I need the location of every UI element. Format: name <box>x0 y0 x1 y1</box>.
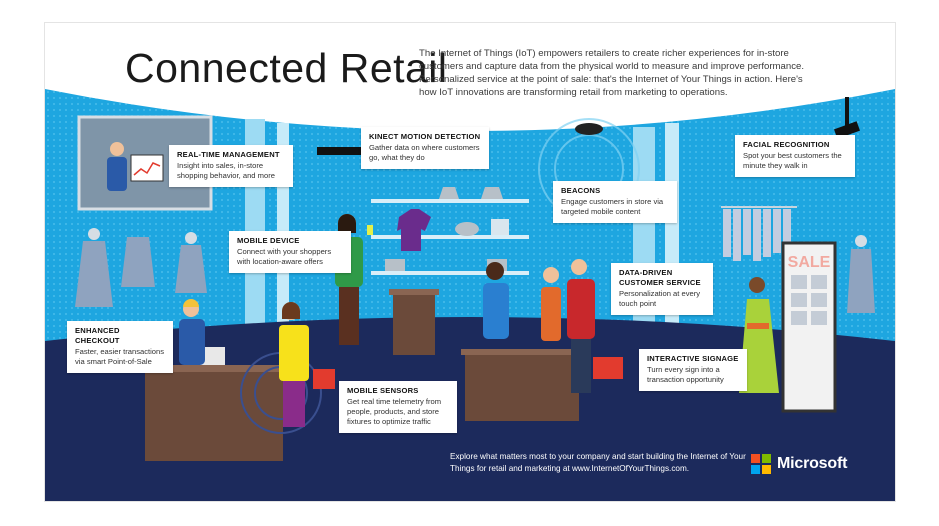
callout-interactive-signage: INTERACTIVE SIGNAGE Turn every sign into… <box>639 349 747 391</box>
wall-shelf <box>371 199 529 203</box>
microsoft-logo-icon <box>751 454 771 474</box>
display-pedestal-top <box>389 289 439 295</box>
intro-paragraph: The Internet of Things (IoT) empowers re… <box>419 48 805 98</box>
callout-title: INTERACTIVE SIGNAGE <box>647 354 739 363</box>
infographic-frame: SALE <box>44 22 896 502</box>
monitor-screen <box>130 154 164 182</box>
checkout-counter <box>145 369 283 461</box>
mannequin-head <box>185 232 197 244</box>
display-pedestal <box>393 293 435 355</box>
callout-kinect-motion-detection: KINECT MOTION DETECTION Gather data on w… <box>361 127 489 169</box>
shopping-basket <box>313 369 335 389</box>
sales-chart-line <box>133 162 161 176</box>
mannequin-dress <box>75 241 113 307</box>
customer-body <box>567 279 595 339</box>
callout-title: DATA-DRIVEN CUSTOMER SERVICE <box>619 268 701 287</box>
shopper-dress <box>739 299 779 393</box>
mannequin-dress <box>175 245 207 293</box>
callout-mobile-sensors: MOBILE SENSORS Get real time telemetry f… <box>339 381 457 433</box>
mannequin-suit <box>847 249 875 313</box>
display-shirt <box>397 209 431 251</box>
callout-body: Get real time telemetry from people, pro… <box>347 397 442 426</box>
associate-head <box>486 262 504 280</box>
callout-title: MOBILE DEVICE <box>237 236 300 245</box>
callout-body: Engage customers in store via targeted m… <box>561 197 664 216</box>
callout-beacons: BEACONS Engage customers in store via ta… <box>553 181 677 223</box>
callout-body: Spot your best customers the minute they… <box>743 151 842 170</box>
shopper-hair <box>282 302 300 319</box>
page-title: Connected Retail <box>125 45 448 91</box>
shopper-legs <box>339 287 359 345</box>
callout-title: FACIAL RECOGNITION <box>743 140 830 149</box>
mobile-phone <box>367 225 373 235</box>
handbag <box>491 219 509 235</box>
callout-body: Faster, easier transactions via smart Po… <box>75 347 165 366</box>
callout-title: ENHANCED CHECKOUT <box>75 326 120 345</box>
logo-square-red <box>751 454 760 463</box>
handbag <box>455 222 479 236</box>
shoe-box <box>385 259 405 271</box>
security-camera <box>834 121 860 139</box>
logo-square-yellow <box>762 465 771 474</box>
shopper-hair <box>338 214 356 233</box>
clothing-rack-items <box>723 209 791 261</box>
camera-mount <box>845 97 849 127</box>
wall-column <box>665 123 679 349</box>
handbag <box>439 187 459 199</box>
callout-facial-recognition: FACIAL RECOGNITION Spot your best custom… <box>735 135 855 177</box>
beacon-device <box>575 123 603 135</box>
callout-body: Connect with your shoppers with location… <box>237 247 332 266</box>
brand-name: Microsoft <box>777 455 848 472</box>
microsoft-logo: Microsoft <box>751 454 847 474</box>
callout-title: BEACONS <box>561 186 601 195</box>
logo-square-blue <box>751 465 760 474</box>
sign-sale-text: SALE <box>788 254 831 271</box>
shopper-head <box>749 277 765 293</box>
customer-body <box>541 287 561 341</box>
shopper-belt <box>747 323 769 329</box>
service-table <box>465 353 579 421</box>
shopping-basket <box>593 357 623 379</box>
mannequin-head <box>88 228 100 240</box>
callout-title: MOBILE SENSORS <box>347 386 419 395</box>
customer-head <box>571 259 587 275</box>
callout-body: Gather data on where customers go, what … <box>369 143 480 162</box>
callout-body: Personalization at every touch point <box>619 289 701 308</box>
callout-title: REAL-TIME MANAGEMENT <box>177 150 280 159</box>
wall-shelf <box>371 235 529 239</box>
cashier-hair <box>183 299 199 307</box>
interactive-sign <box>781 241 837 413</box>
service-table-top <box>461 349 583 355</box>
wall-shelf <box>371 271 529 275</box>
callout-data-driven-customer-service: DATA-DRIVEN CUSTOMER SERVICE Personaliza… <box>611 263 713 315</box>
mannequin-dress <box>121 237 155 287</box>
callout-body: Turn every sign into a transaction oppor… <box>647 365 724 384</box>
cashier-body <box>179 319 205 365</box>
sign-tiles <box>791 275 827 325</box>
manager-body <box>107 157 127 191</box>
handbag <box>481 187 503 199</box>
footer-text: Explore what matters most to your compan… <box>450 452 746 473</box>
manager-head <box>110 142 124 156</box>
callout-body: Insight into sales, in-store shopping be… <box>177 161 275 180</box>
callout-real-time-management: REAL-TIME MANAGEMENT Insight into sales,… <box>169 145 293 187</box>
wall-column <box>633 127 655 349</box>
customer-head <box>543 267 559 283</box>
callout-enhanced-checkout: ENHANCED CHECKOUT Faster, easier transac… <box>67 321 173 373</box>
logo-square-green <box>762 454 771 463</box>
shopper-top <box>279 325 309 381</box>
mannequin-head <box>855 235 867 247</box>
shopper-legs <box>283 381 305 427</box>
checkout-counter-top <box>139 365 289 372</box>
associate-body <box>483 283 509 339</box>
callout-mobile-device: MOBILE DEVICE Connect with your shoppers… <box>229 231 351 273</box>
callout-title: KINECT MOTION DETECTION <box>369 132 481 141</box>
kinect-sensor <box>317 147 365 155</box>
customer-legs <box>571 339 591 393</box>
